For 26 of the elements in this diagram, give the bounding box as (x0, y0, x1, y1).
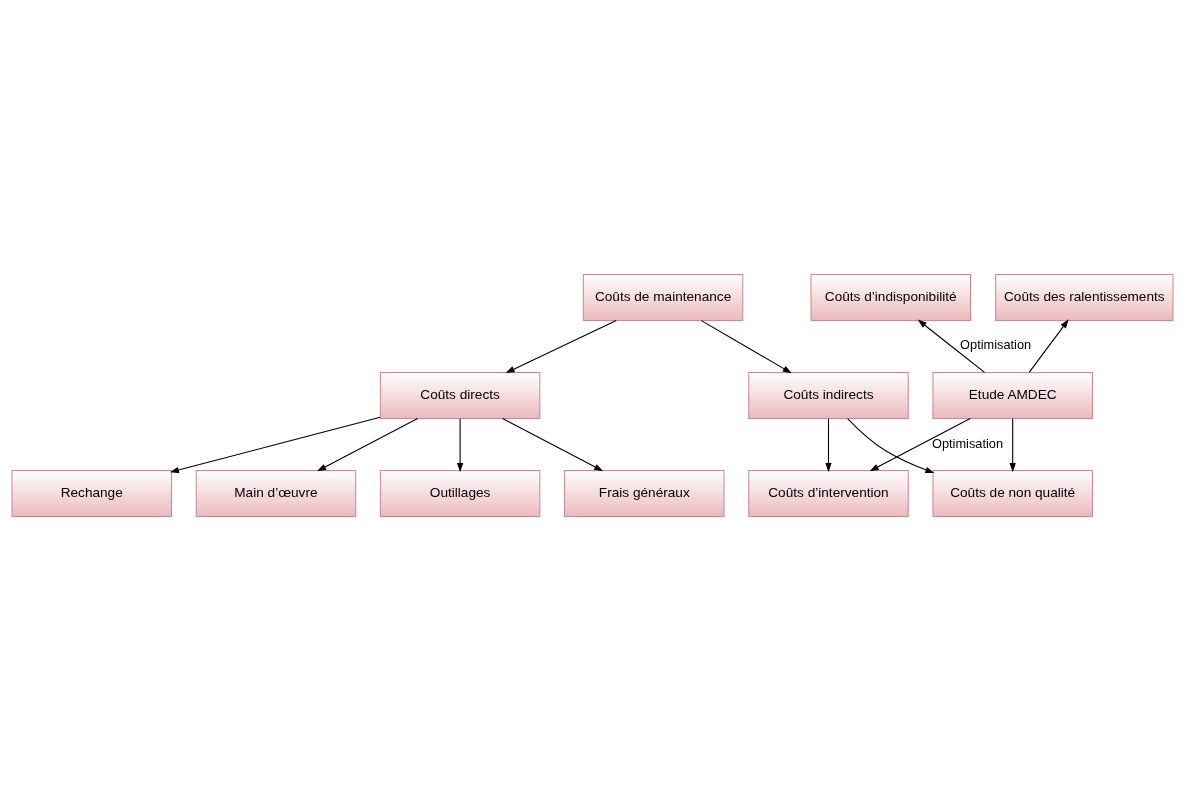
node-box: Coûts de maintenance (582, 273, 744, 321)
node-box: Coûts d’intervention (748, 470, 909, 518)
edge-label: Optimisation (931, 435, 1004, 451)
node-box: Coûts de non qualité (932, 470, 1093, 518)
node-box: Outillages (379, 470, 541, 518)
arrow (917, 319, 986, 373)
arrow (869, 418, 971, 472)
arrow (317, 418, 419, 472)
node-box: Etude AMDEC (932, 371, 1093, 420)
edge-label: Optimisation (960, 337, 1032, 353)
node-box: Frais généraux (564, 470, 725, 518)
arrow (1028, 319, 1069, 373)
arrow (1009, 418, 1016, 473)
arrow (502, 418, 604, 472)
node-box: Coûts d’indisponibilité (810, 273, 971, 321)
arrow (825, 418, 832, 473)
node-box: Coûts indirects (748, 371, 909, 420)
node-box: Coûts directs (379, 371, 541, 420)
arrow (847, 418, 935, 474)
node-box: Rechange (11, 470, 172, 518)
arrow (169, 416, 381, 474)
arrow (456, 418, 464, 473)
node-box: Coûts des ralentissements (995, 273, 1174, 321)
arrow (505, 319, 617, 374)
node-box: Main d’œuvre (195, 470, 357, 518)
arrow (700, 320, 792, 374)
